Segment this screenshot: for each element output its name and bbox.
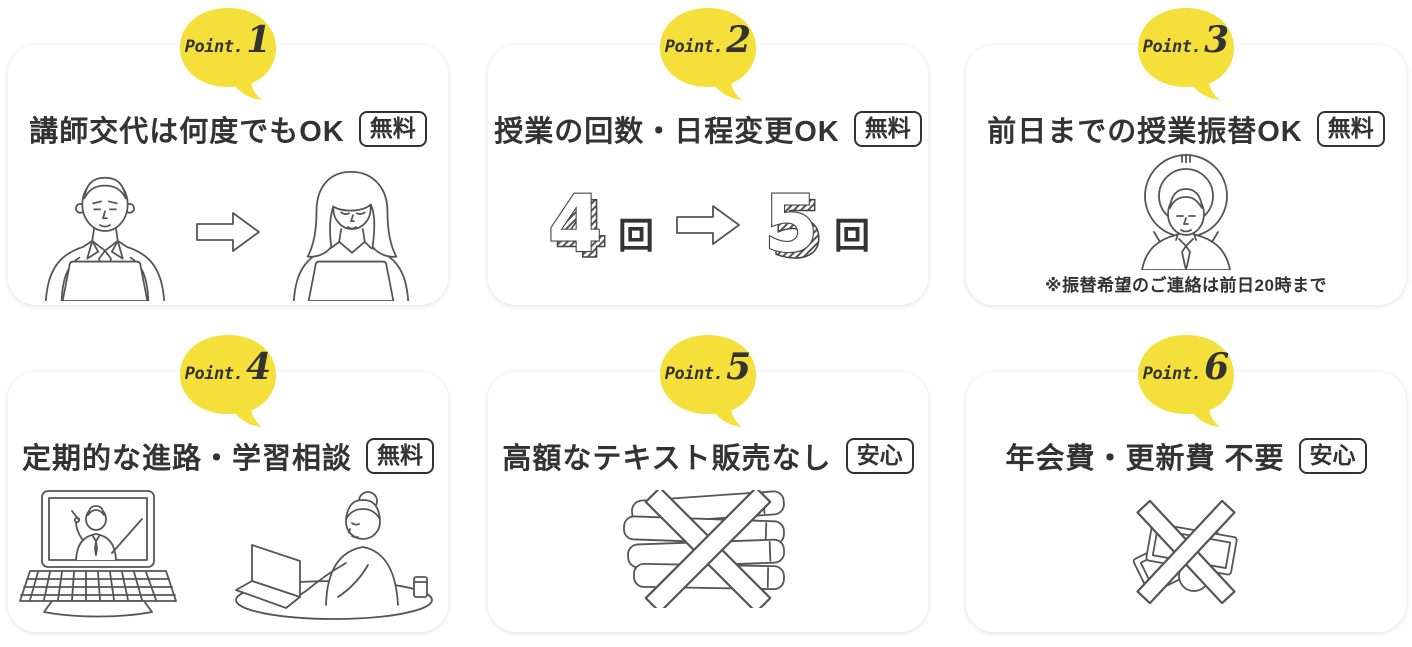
arrow-right-icon bbox=[676, 205, 740, 245]
point-bubble: Point.2 bbox=[656, 6, 760, 102]
count-before-digit: 4 4 bbox=[547, 189, 606, 261]
card-title-row: 授業の回数・日程変更OK 無料 bbox=[488, 108, 928, 150]
card-title-row: 前日までの授業振替OK 無料 bbox=[966, 108, 1406, 150]
point-bubble-text: Point.2 bbox=[656, 20, 760, 68]
svg-text:5: 5 bbox=[764, 189, 818, 261]
card-title: 授業の回数・日程変更OK bbox=[494, 116, 840, 148]
point-label: Point. bbox=[664, 364, 724, 384]
card-cell-point-2: 授業の回数・日程変更OK 無料 4 4 回 bbox=[488, 0, 928, 320]
safe-badge: 安心 bbox=[845, 438, 914, 474]
point-card-5: 高額なテキスト販売なし 安心 bbox=[488, 372, 928, 632]
female-teacher-at-laptop-icon bbox=[292, 170, 410, 301]
svg-text:4: 4 bbox=[548, 189, 602, 261]
ok-pose-person-icon bbox=[1141, 153, 1231, 270]
point-bubble: Point.1 bbox=[176, 6, 280, 102]
speech-bubble-icon bbox=[660, 335, 756, 427]
point-number: 5 bbox=[726, 346, 752, 388]
point-number: 6 bbox=[1204, 346, 1230, 388]
card-title-row: 定期的な進路・学習相談 無料 bbox=[8, 435, 448, 477]
arrow-right-icon bbox=[196, 212, 260, 252]
free-badge: 無料 bbox=[358, 111, 427, 147]
point-bubble: Point.3 bbox=[1134, 6, 1238, 102]
speech-bubble-icon bbox=[180, 8, 276, 100]
card-title: 講師交代は何度でもOK bbox=[29, 116, 345, 148]
speech-bubble-icon bbox=[660, 8, 756, 100]
reschedule-note: ※振替希望のご連絡は前日20時まで bbox=[1045, 276, 1327, 295]
point-card-1: 講師交代は何度でもOK 無料 bbox=[8, 45, 448, 305]
point-label: Point. bbox=[184, 37, 244, 57]
crossed-out-money-icon bbox=[1132, 499, 1238, 604]
free-badge: 無料 bbox=[853, 111, 922, 147]
card-cell-point-3: 前日までの授業振替OK 無料 bbox=[966, 0, 1406, 320]
counseling-illustration bbox=[8, 488, 448, 622]
card-cell-point-4: 定期的な進路・学習相談 無料 bbox=[8, 327, 448, 647]
card-cell-point-6: 年会費・更新費 不要 安心 bbox=[966, 327, 1406, 647]
video-call-and-student-icon bbox=[19, 490, 433, 620]
point-label: Point. bbox=[184, 364, 244, 384]
point-label: Point. bbox=[1142, 37, 1202, 57]
point-bubble-text: Point.6 bbox=[1134, 347, 1238, 395]
card-title: 前日までの授業振替OK bbox=[987, 116, 1303, 148]
reschedule-illustration bbox=[966, 151, 1406, 271]
point-bubble: Point.4 bbox=[176, 333, 280, 429]
male-teacher-at-laptop-icon bbox=[44, 176, 166, 301]
speech-bubble-icon bbox=[180, 335, 276, 427]
point-bubble-text: Point.5 bbox=[656, 347, 760, 395]
card-title-row: 高額なテキスト販売なし 安心 bbox=[488, 435, 928, 477]
point-bubble: Point.6 bbox=[1134, 333, 1238, 429]
point-card-2: 授業の回数・日程変更OK 無料 4 4 回 bbox=[488, 45, 928, 305]
point-number: 2 bbox=[726, 19, 752, 61]
point-bubble-text: Point.1 bbox=[176, 20, 280, 68]
times-unit-label: 回 bbox=[834, 215, 871, 256]
point-card-6: 年会費・更新費 不要 安心 bbox=[966, 372, 1406, 632]
safe-badge: 安心 bbox=[1298, 438, 1367, 474]
card-title: 高額なテキスト販売なし bbox=[502, 443, 832, 475]
speech-bubble-icon bbox=[1138, 335, 1234, 427]
no-textbook-sales-illustration bbox=[488, 490, 928, 608]
free-badge: 無料 bbox=[366, 438, 434, 474]
no-fees-illustration bbox=[966, 492, 1406, 604]
point-bubble-text: Point.3 bbox=[1134, 20, 1238, 68]
point-bubble-text: Point.4 bbox=[176, 347, 280, 395]
card-cell-point-1: 講師交代は何度でもOK 無料 bbox=[8, 0, 448, 320]
card-title: 年会費・更新費 不要 bbox=[1005, 443, 1285, 475]
point-number: 1 bbox=[246, 19, 272, 61]
count-after-digit: 5 5 bbox=[763, 189, 822, 261]
card-cell-point-5: 高額なテキスト販売なし 安心 bbox=[488, 327, 928, 647]
teacher-change-illustration bbox=[8, 163, 448, 301]
point-number: 3 bbox=[1204, 19, 1230, 61]
point-number: 4 bbox=[246, 346, 272, 388]
point-label: Point. bbox=[1142, 364, 1202, 384]
point-bubble: Point.5 bbox=[656, 333, 760, 429]
card-title-row: 講師交代は何度でもOK 無料 bbox=[8, 108, 448, 150]
speech-bubble-icon bbox=[1138, 8, 1234, 100]
lesson-count-change-illustration: 4 4 回 5 5 回 bbox=[488, 181, 928, 261]
card-title: 定期的な進路・学習相談 bbox=[21, 443, 352, 475]
svg-text:5: 5 bbox=[770, 189, 822, 261]
crossed-out-books-icon bbox=[623, 490, 785, 608]
point-card-4: 定期的な進路・学習相談 無料 bbox=[8, 372, 448, 632]
card-title-row: 年会費・更新費 不要 安心 bbox=[966, 435, 1406, 477]
times-unit-label: 回 bbox=[617, 215, 654, 256]
point-label: Point. bbox=[664, 37, 724, 57]
svg-text:4: 4 bbox=[554, 189, 606, 261]
free-badge: 無料 bbox=[1316, 111, 1385, 147]
point-card-3: 前日までの授業振替OK 無料 bbox=[966, 45, 1406, 305]
